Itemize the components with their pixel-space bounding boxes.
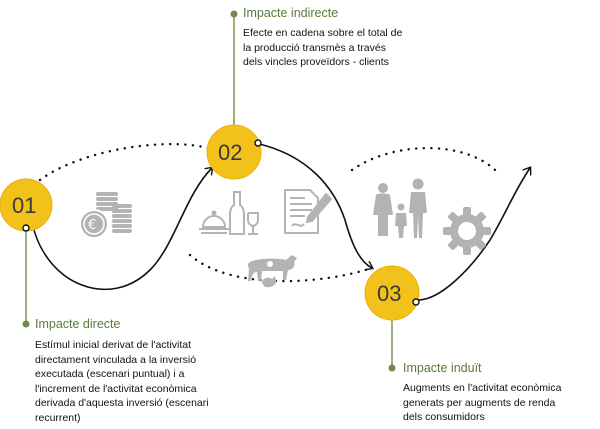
step-01-desc-line: recurrent) — [35, 411, 81, 424]
step-01-desc-line: l'increment de l'activitat econòmica — [35, 382, 197, 395]
step-02-description: Efecte en cadena sobre el total de la pr… — [243, 26, 402, 70]
step-02-number: 02 — [218, 140, 242, 165]
solid-curve-01-02 — [31, 168, 212, 291]
step-01-title: Impacte directe — [35, 317, 121, 331]
step-02-desc-line: la producció transmès a través — [243, 41, 386, 54]
solid-curve-03-exit — [417, 168, 530, 301]
step-03-desc-line: dels consumidors — [403, 411, 485, 423]
step-02-desc-line: dels vincles proveïdors - clients — [243, 56, 389, 68]
leader-dot-01 — [22, 320, 30, 328]
step-03-circle: 03 — [364, 265, 420, 321]
step-01-desc-line: Estímul inicial derivat de l'activitat — [35, 339, 192, 351]
gear-icon — [443, 207, 491, 255]
step-02-circle: 02 — [206, 124, 262, 180]
step-03-number: 03 — [377, 281, 401, 306]
coins-euro-icon: € — [79, 192, 132, 239]
step-01-desc-line: derivada d'aquesta inversió (escenari — [35, 397, 209, 409]
step-02-desc-line: Efecte en cadena sobre el total de — [243, 27, 403, 39]
step-03-desc-line: generats per augments de renda — [403, 396, 556, 409]
step-01-desc-line: executada (escenari puntual) i a — [35, 368, 185, 380]
step-01-desc-line: directament vinculada a la inversió — [35, 353, 197, 366]
leader-dot-02 — [230, 10, 238, 18]
step-03-title: Impacte induït — [403, 361, 482, 375]
step-02-title: Impacte indirecte — [243, 6, 339, 20]
solid-curve-02-03 — [254, 142, 372, 268]
svg-text:€: € — [88, 218, 96, 233]
step-01-circle: 01 — [0, 178, 53, 232]
leader-dot-03 — [388, 364, 396, 372]
family-icon — [373, 178, 427, 238]
step-03-desc-line: Augments en l'activitat econòmica — [403, 382, 562, 394]
food-wine-icon — [199, 191, 259, 235]
cow-chicken-icon — [247, 255, 297, 288]
dotted-arc-02-03-upper — [350, 146, 502, 177]
dotted-arc-01-02 — [38, 142, 217, 182]
step-01-description: Estímul inicial derivat de l'activitat d… — [35, 338, 209, 425]
dotted-arc-02-03 — [188, 253, 374, 283]
step-03-description: Augments en l'activitat econòmica genera… — [403, 381, 561, 425]
step-01-number: 01 — [12, 193, 36, 218]
contract-signature-icon — [284, 189, 333, 234]
